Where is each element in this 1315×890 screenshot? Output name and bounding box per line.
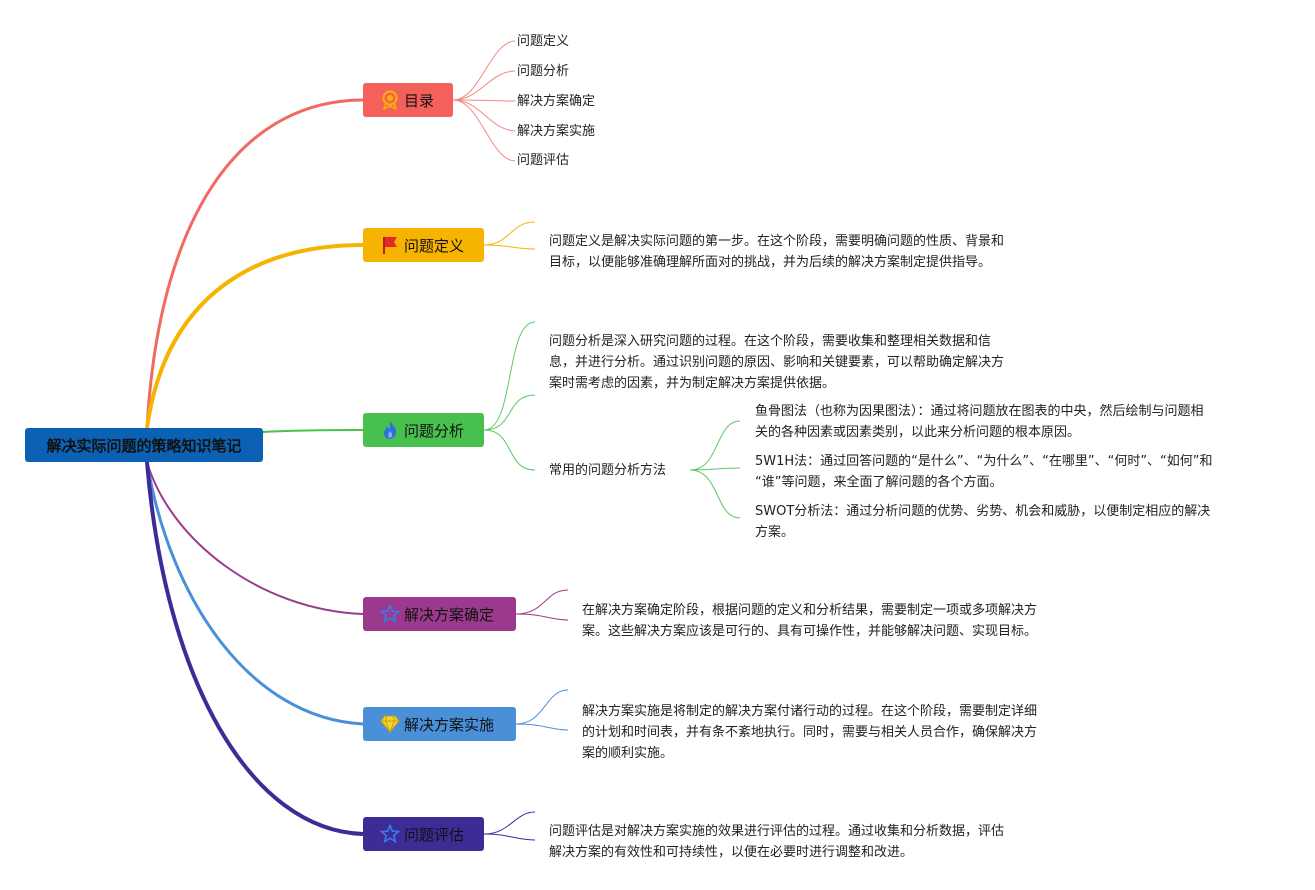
implement-line-0: 解决方案实施是将制定的解决方案付诸行动的过程。在这个阶段，需要制定详细 [582,704,1038,719]
analysis-line-2: 案时需考虑的因素，并为制定解决方案提供依据。 [549,376,836,391]
link-root-implement [145,461,364,726]
implement-line-1: 的计划和时间表，并有条不紊地执行。同时，需要与相关人员合作，确保解决方 [582,725,1038,740]
medal-icon [379,89,401,111]
branch-analysis[interactable]: 问题分析 [363,413,484,447]
method-5w1h-line-1: “谁”等问题，来全面了解问题的各个方面。 [755,475,1003,490]
branch-implement-label: 解决方案实施 [404,715,495,734]
definition-line-0: 问题定义是解决实际问题的第一步。在这个阶段，需要明确问题的性质、背景和 [549,234,1005,249]
flag-icon [379,234,401,256]
toc-item-0[interactable]: 问题定义 [517,34,570,49]
definition-line-1: 目标，以便能够准确理解所面对的挑战，并为后续的解决方案制定提供指导。 [549,255,992,270]
implement-text[interactable]: 解决方案实施是将制定的解决方案付诸行动的过程。在这个阶段，需要制定详细 的计划和… [582,701,1037,764]
determine-line-0: 在解决方案确定阶段，根据问题的定义和分析结果，需要制定一项或多项解决方 [582,603,1038,618]
analysis-text[interactable]: 问题分析是深入研究问题的过程。在这个阶段，需要收集和整理相关数据和信 息，并进行… [549,331,1004,394]
toc-item-2[interactable]: 解决方案确定 [517,94,596,109]
link-root-toc [145,98,364,429]
branch-definition-label: 问题定义 [404,236,465,255]
determine-line-1: 案。这些解决方案应该是可行的、具有可操作性，并能够解决问题、实现目标。 [582,624,1038,639]
flame-icon [379,419,401,441]
definition-links [483,221,536,250]
branch-determine-label: 解决方案确定 [404,605,495,624]
determine-text[interactable]: 在解决方案确定阶段，根据问题的定义和分析结果，需要制定一项或多项解决方 案。这些… [582,600,1037,642]
determine-links [515,589,569,621]
link-root-evaluate [145,461,364,836]
branch-determine[interactable]: 解决方案确定 [363,597,516,631]
analysis-line-1: 息，并进行分析。通过识别问题的原因、影响和关键要素，可以帮助确定解决方 [549,355,1005,370]
evaluate-line-0: 问题评估是对解决方案实施的效果进行评估的过程。通过收集和分析数据，评估 [549,824,1005,839]
branch-evaluate-label: 问题评估 [404,825,465,844]
link-root-analysis [261,429,364,433]
branch-analysis-label: 问题分析 [404,421,465,440]
method-fishbone-line-1: 关的各种因素或因素类别，以此来分析问题的根本原因。 [755,425,1081,440]
root-node[interactable]: 解决实际问题的策略知识笔记 [25,428,263,462]
method-fishbone[interactable]: 鱼骨图法（也称为因果图法）：通过将问题放在图表的中央，然后绘制与问题相 关的各种… [755,401,1204,443]
evaluate-text[interactable]: 问题评估是对解决方案实施的效果进行评估的过程。通过收集和分析数据，评估 解决方案… [549,821,1004,863]
branch-evaluate[interactable]: 问题评估 [363,817,484,851]
method-5w1h[interactable]: 5W1H法：通过回答问题的“是什么”、“为什么”、“在哪里”、“何时”、“如何”… [755,451,1213,493]
toc-item-3[interactable]: 解决方案实施 [517,124,596,139]
method-fishbone-line-0: 鱼骨图法（也称为因果图法）：通过将问题放在图表的中央，然后绘制与问题相 [755,404,1204,419]
branch-definition[interactable]: 问题定义 [363,228,484,262]
evaluate-links [483,811,536,841]
analysis-line-0: 问题分析是深入研究问题的过程。在这个阶段，需要收集和整理相关数据和信 [549,334,992,349]
toc-links [452,40,516,162]
method-swot[interactable]: SWOT分析法：通过分析问题的优势、劣势、机会和威胁，以便制定相应的解决 方案。 [755,501,1210,543]
toc-item-4[interactable]: 问题评估 [517,153,570,168]
analysis-links [483,321,741,519]
branch-implement[interactable]: 解决方案实施 [363,707,516,741]
diamond-icon [379,713,401,735]
link-root-definition [145,243,364,429]
implement-links [515,689,569,731]
branch-toc-label: 目录 [404,91,435,110]
toc-item-1[interactable]: 问题分析 [517,64,570,79]
method-swot-line-0: SWOT分析法：通过分析问题的优势、劣势、机会和威胁，以便制定相应的解决 [755,504,1211,519]
definition-text[interactable]: 问题定义是解决实际问题的第一步。在这个阶段，需要明确问题的性质、背景和 目标，以… [549,231,1004,273]
branch-toc[interactable]: 目录 [363,83,453,117]
method-swot-line-1: 方案。 [755,525,795,540]
root-title: 解决实际问题的策略知识笔记 [46,436,242,455]
method-5w1h-line-0: 5W1H法：通过回答问题的“是什么”、“为什么”、“在哪里”、“何时”、“如何”… [755,454,1213,469]
implement-line-2: 案的顺利实施。 [582,746,674,761]
star-icon [379,603,401,625]
analysis-methods-label[interactable]: 常用的问题分析方法 [549,463,667,478]
star-icon [379,823,401,845]
evaluate-line-1: 解决方案的有效性和可持续性，以便在必要时进行调整和改进。 [549,845,914,860]
link-root-determine [146,461,364,615]
